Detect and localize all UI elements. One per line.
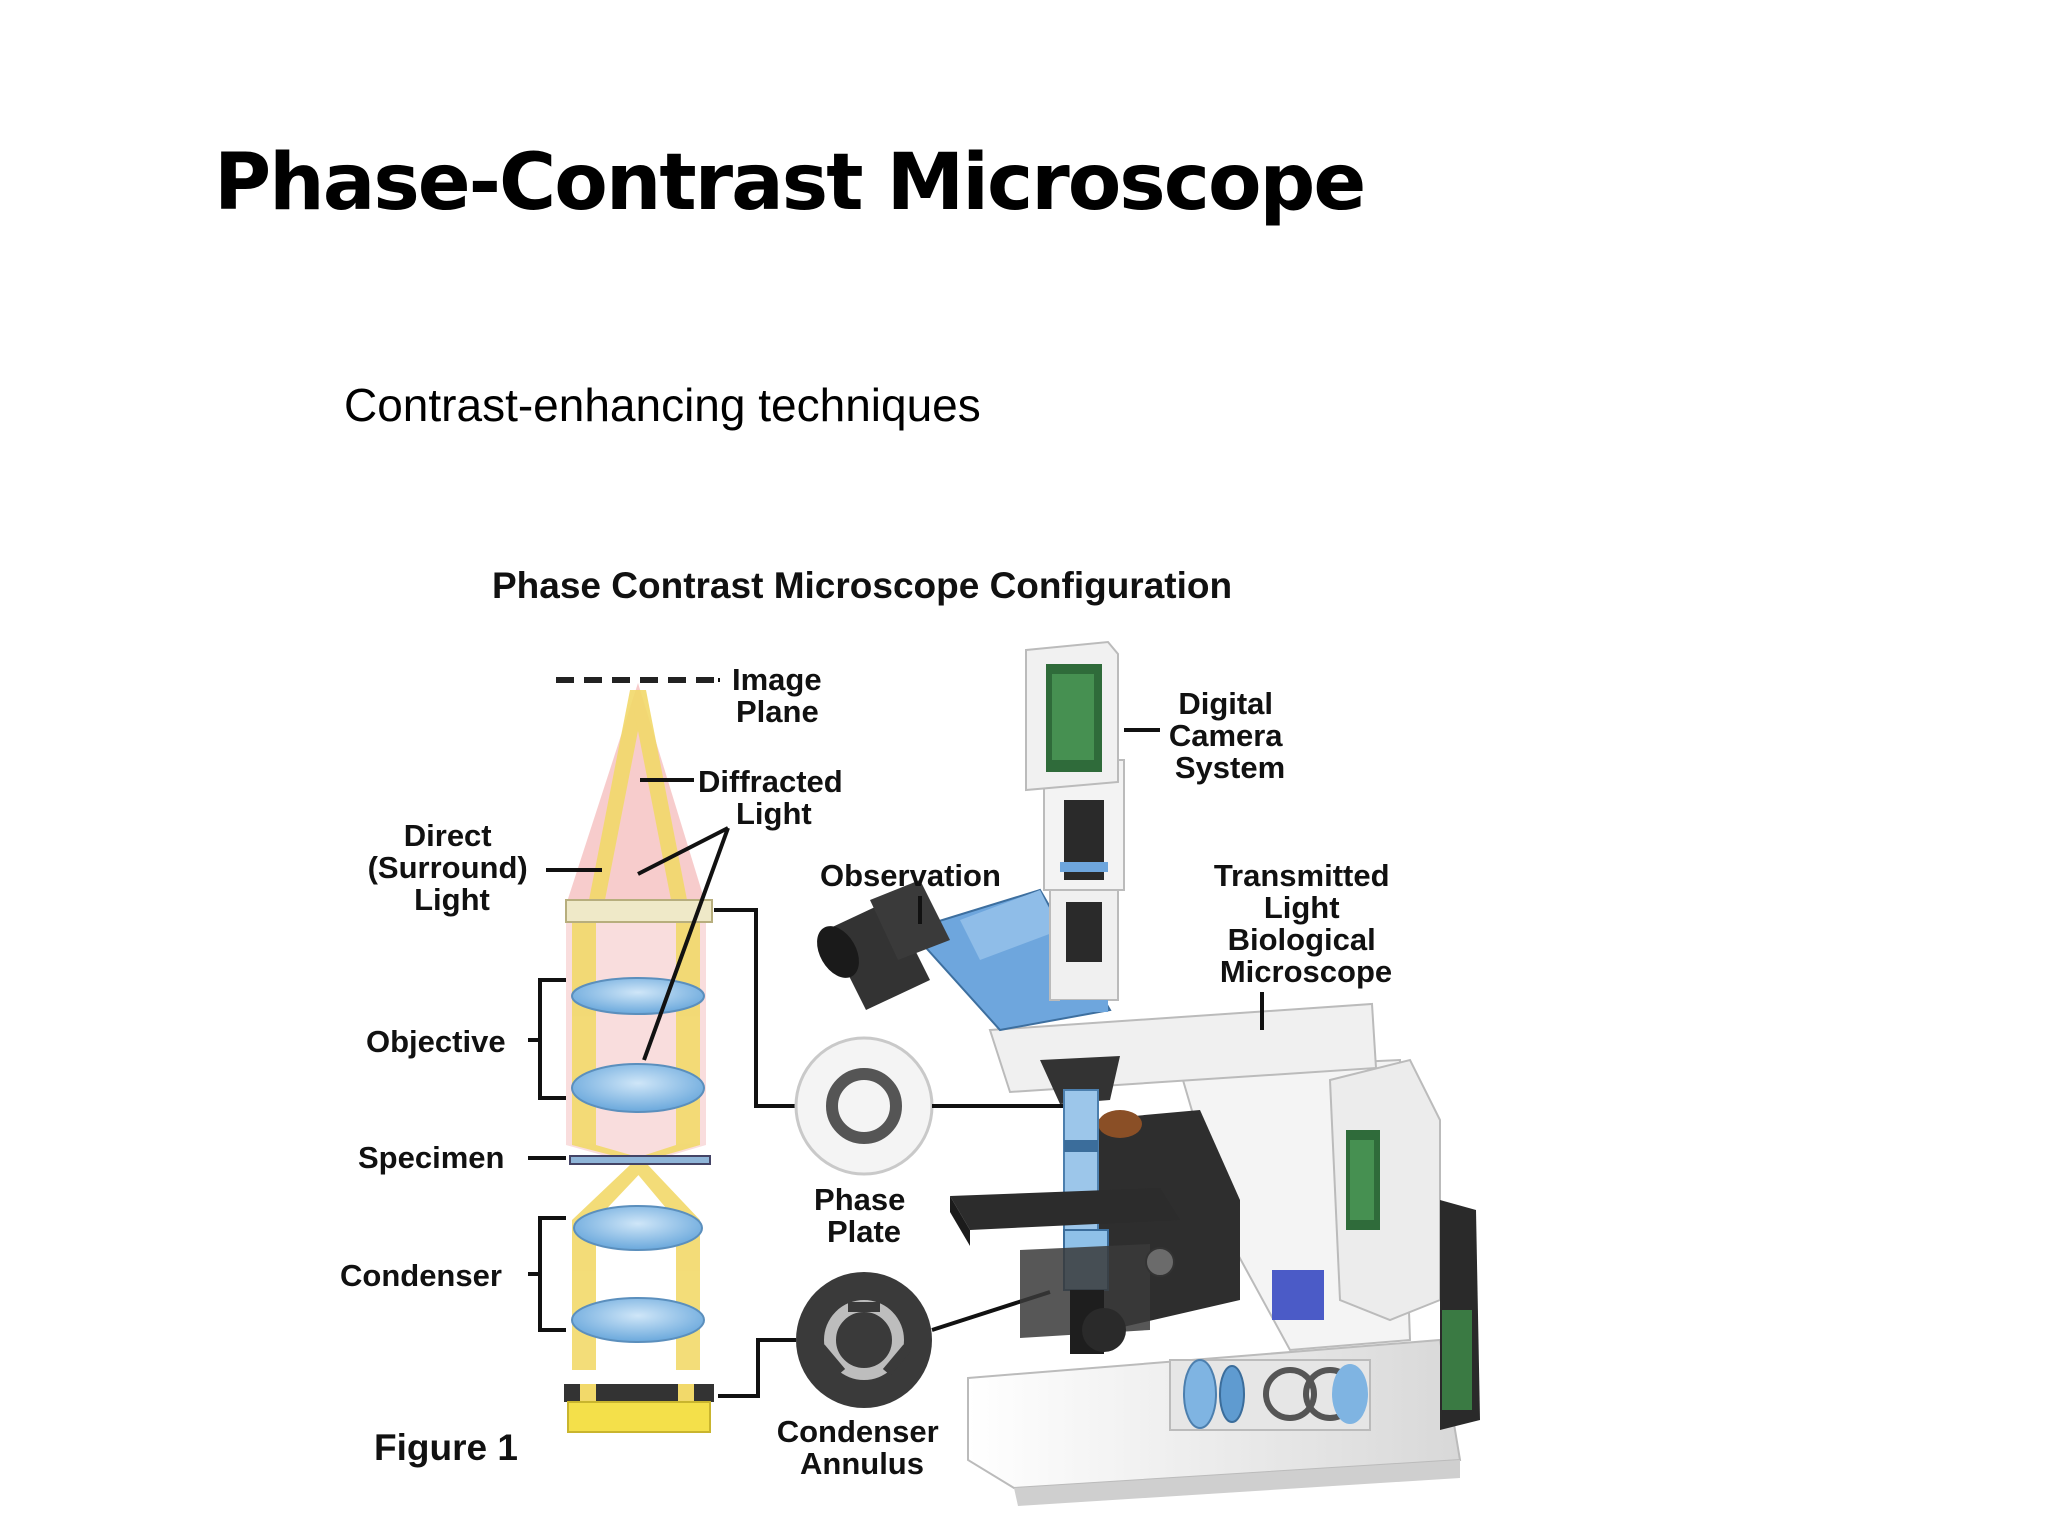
blue-panel (1272, 1270, 1324, 1320)
microscope-stage (950, 1188, 1180, 1230)
annulus-opening-left (580, 1384, 596, 1402)
diffracted-leader-2 (637, 826, 729, 876)
microscope-illustration (817, 640, 1480, 1506)
eyepiece-right (870, 880, 950, 960)
annulus-bar (564, 1384, 714, 1402)
phase-plate-element (565, 899, 713, 923)
condenser-lens-upper (573, 1205, 703, 1251)
condenser-label: Condenser (340, 1258, 502, 1293)
diffracted-light-label: Diffracted Light (698, 764, 851, 831)
condenser-bracket (538, 1216, 566, 1332)
phase-plate-label: Phase Plate (814, 1182, 914, 1249)
figure-title: Phase Contrast Microscope Configuration (492, 565, 1232, 606)
phase-plate-icon (794, 1036, 934, 1176)
slide-subtitle: Contrast-enhancing techniques (344, 379, 981, 431)
figure-caption: Figure 1 (374, 1427, 518, 1468)
objective-lens-upper (571, 977, 705, 1015)
image-plane-label: Image Plane (732, 662, 830, 729)
condenser-annulus-icon (796, 1272, 932, 1408)
light-source (567, 1401, 711, 1433)
optical-path-schematic (528, 677, 796, 1433)
specimen-label: Specimen (358, 1140, 504, 1175)
objective-lens-lower (571, 1063, 705, 1113)
observation-label: Observation (820, 858, 1001, 893)
microscope-label: Transmitted Light Biological Microscope (1214, 858, 1398, 989)
eyepiece-left (826, 900, 930, 1010)
phase-plate-connector (714, 908, 796, 1108)
condenser-annulus-label: Condenser Annulus (777, 1414, 948, 1481)
objective-label: Objective (366, 1024, 506, 1059)
annulus-opening-right (678, 1384, 694, 1402)
condenser-lens-lower (571, 1297, 705, 1343)
slide-title: Phase-Contrast Microscope (214, 138, 1366, 228)
direct-light-label: Direct (Surround) Light (368, 818, 537, 917)
annulus-connector (718, 1338, 796, 1398)
diffracted-leader-3 (642, 827, 730, 1061)
camera-label: Digital Camera System (1169, 686, 1291, 785)
focus-knob (1145, 1247, 1175, 1277)
specimen-slide (569, 1155, 711, 1165)
objective-bracket (538, 978, 566, 1100)
